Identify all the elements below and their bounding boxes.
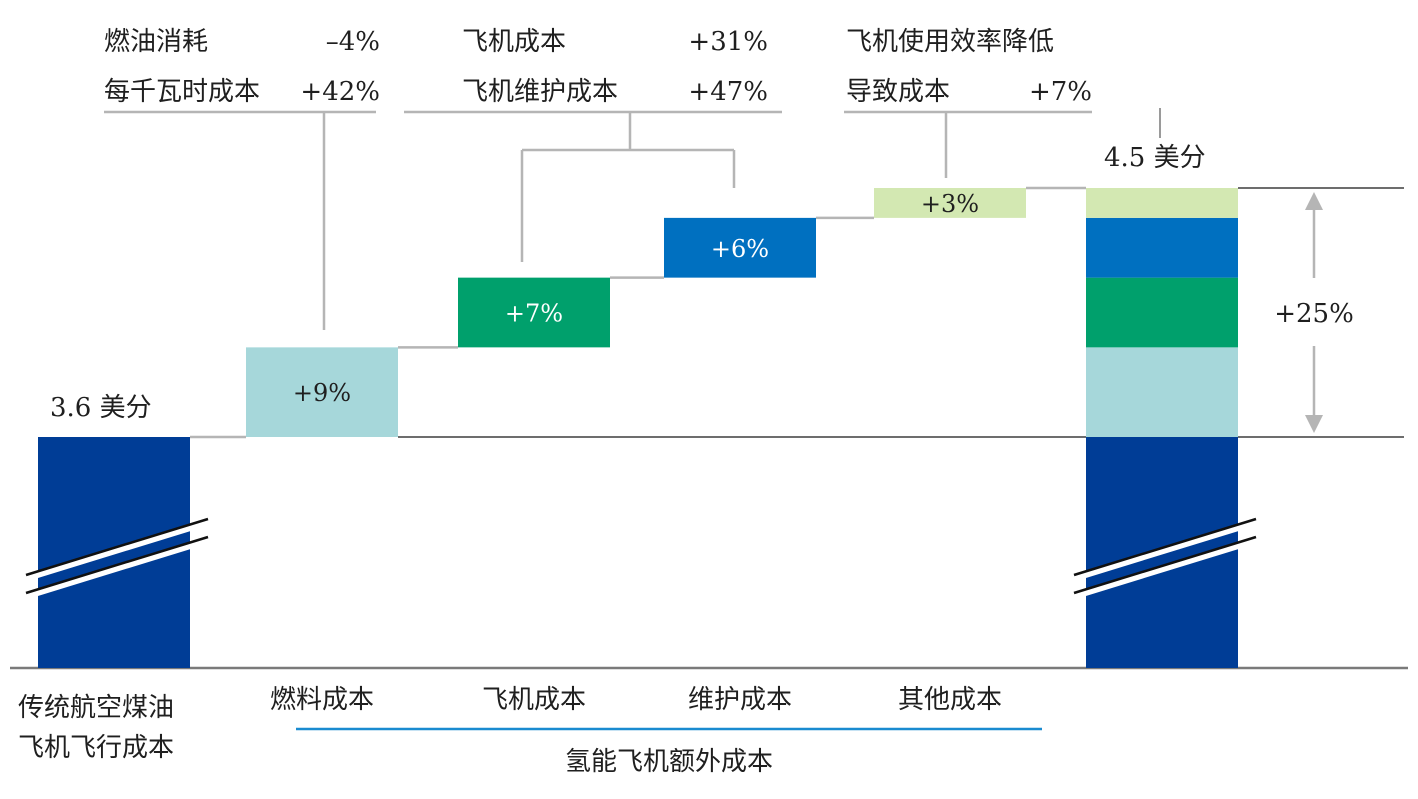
start-value-label: 3.6 美分 <box>50 393 152 423</box>
total-change-marker <box>1305 192 1323 433</box>
annotation-1-row-1-value: –4% <box>326 27 380 57</box>
break-line-0 <box>25 517 209 577</box>
annotation-3-row-2-text: 导致成本 <box>846 77 950 107</box>
step-bar-2 <box>458 277 610 348</box>
step-bar-4 <box>874 188 1026 218</box>
break-mask-0 <box>24 518 210 582</box>
annotation-block-1: 燃油消耗 –4% 每千瓦时成本 +42% <box>104 27 380 330</box>
step-bar-3 <box>664 217 816 278</box>
step-value-label-3: +6% <box>711 235 769 263</box>
step-category-label-1: 燃料成本 <box>270 685 374 715</box>
annotation-blocks: 燃油消耗 –4% 每千瓦时成本 +42% 飞机成本 +31% 飞机维护成本 +47% 飞机使用效… <box>104 27 1092 330</box>
axis-break-mark-start <box>24 517 210 600</box>
start-category-label-line1: 传统航空煤油 <box>18 693 174 723</box>
step-value-label-2: +7% <box>505 300 563 328</box>
end-segment-1 <box>1086 347 1238 437</box>
start-category-label-line2: 飞机飞行成本 <box>18 733 174 763</box>
end-value-label: 4.5 美分 <box>1104 143 1206 173</box>
step-category-label-3: 维护成本 <box>688 685 792 715</box>
annotation-1-row-2-text: 每千瓦时成本 <box>104 77 260 107</box>
step-category-label-2: 飞机成本 <box>482 685 586 715</box>
step-value-label-4: +3% <box>921 190 979 218</box>
total-change-label: +25% <box>1274 299 1354 329</box>
annotation-1-row-1-text: 燃油消耗 <box>104 27 208 57</box>
total-arrow-head-down <box>1305 415 1323 433</box>
annotation-2-row-2-value: +47% <box>688 77 768 107</box>
annotation-2-row-1-text: 飞机成本 <box>462 27 566 57</box>
end-segment-4 <box>1086 188 1238 218</box>
group-label: 氢能飞机额外成本 <box>565 747 773 777</box>
break-mask-0 <box>1072 518 1258 582</box>
annotation-1-row-2-value: +42% <box>300 77 380 107</box>
step-bars: +9% +7% +6% +3% <box>246 188 1026 437</box>
step-category-labels: 燃料成本 飞机成本 维护成本 其他成本 <box>270 685 1002 715</box>
annotation-3-row-2-value: +7% <box>1029 77 1092 107</box>
axis-break-mark-end <box>1072 517 1258 600</box>
annotation-3-row-1-text: 飞机使用效率降低 <box>846 27 1054 57</box>
end-stacked-bar <box>1086 188 1238 668</box>
end-segment-2 <box>1086 277 1238 348</box>
end-segment-3 <box>1086 217 1238 278</box>
break-line-0 <box>1073 517 1257 577</box>
annotation-2-row-1-value: +31% <box>688 27 768 57</box>
break-mask-1 <box>1072 536 1258 600</box>
total-arrow-head-up <box>1305 192 1323 210</box>
step-category-label-4: 其他成本 <box>898 685 1002 715</box>
step-value-label-1: +9% <box>293 379 351 407</box>
break-line-1 <box>25 535 209 595</box>
break-mask-1 <box>24 536 210 600</box>
step-bar-1 <box>246 347 398 437</box>
break-line-1 <box>1073 535 1257 595</box>
annotation-block-2: 飞机成本 +31% 飞机维护成本 +47% <box>404 27 782 262</box>
annotation-2-row-2-text: 飞机维护成本 <box>462 77 618 107</box>
